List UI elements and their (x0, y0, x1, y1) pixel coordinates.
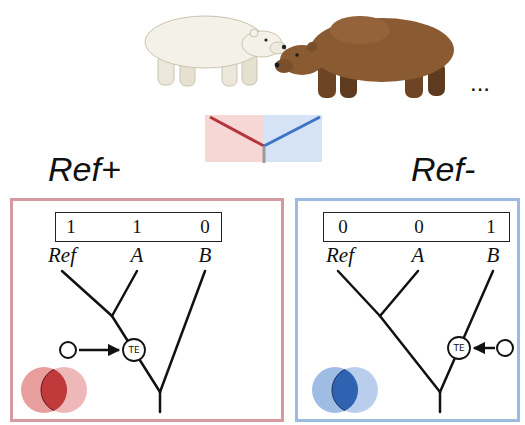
tree-branch (380, 271, 418, 316)
tree-branch (380, 316, 440, 392)
right-shade (264, 115, 322, 162)
bear-eye (264, 38, 267, 41)
node-circle (123, 339, 145, 361)
continuation-mark: ... (470, 70, 490, 96)
table-cell: 1 (132, 216, 142, 238)
leaf-label: Ref (48, 243, 76, 267)
bear-snout (275, 59, 293, 73)
venn-blue (312, 367, 378, 413)
leaf-label: B (487, 243, 500, 267)
node-label: TE (453, 343, 464, 353)
insertion-arrow (474, 347, 495, 350)
table-cell: 0 (200, 216, 210, 238)
leaf-label: B (199, 243, 212, 267)
leaf-label: A (412, 243, 425, 267)
scenario-panel: Ref-001TE (295, 198, 520, 422)
left-shade (205, 115, 264, 162)
node-circle (448, 337, 470, 359)
panel-heading: Ref- (411, 149, 475, 189)
panel-heading: Ref+ (48, 149, 121, 189)
venn-circle (332, 367, 378, 413)
tree-branch (338, 271, 380, 316)
polar-bear (145, 16, 286, 86)
tree-root (159, 392, 162, 412)
te-insertion-node: TE (122, 338, 146, 362)
table-cell: 1 (486, 216, 496, 238)
tree-branch (112, 316, 160, 392)
bear-ear (307, 42, 317, 52)
venn-circle (41, 367, 87, 413)
te-insertion-node: TE (447, 336, 471, 360)
bear-nose (282, 45, 286, 49)
venn-overlap (332, 367, 378, 413)
table-cell: 1 (66, 216, 76, 238)
bear-eye (295, 53, 298, 56)
venn-red (21, 367, 87, 413)
brown-bear (275, 16, 454, 98)
tree-branch (112, 271, 137, 316)
tree-root (439, 392, 442, 412)
leaf-label: Ref (326, 243, 354, 267)
te-source (60, 342, 76, 358)
tree-branch (160, 271, 205, 392)
tree-branch (440, 271, 493, 392)
tree-branch (62, 271, 112, 316)
bear-ear (250, 29, 258, 37)
tree-stem (263, 146, 266, 163)
allele-pattern-box: 0 0 1 (323, 212, 510, 242)
allele-pattern-box: 1 1 0 (55, 212, 222, 242)
table-cell: 0 (414, 216, 424, 238)
bear-hump (330, 16, 390, 44)
te-source (497, 340, 513, 356)
insertion-arrow (79, 349, 119, 352)
red-branch (210, 117, 264, 146)
venn-overlap (41, 367, 87, 413)
table-cell: 0 (338, 216, 348, 238)
bear-nose (275, 63, 280, 68)
scenario-panel: Ref+110TE (10, 198, 284, 422)
node-label: TE (128, 345, 139, 355)
blue-branch (264, 117, 320, 146)
leaf-label: A (131, 243, 144, 267)
